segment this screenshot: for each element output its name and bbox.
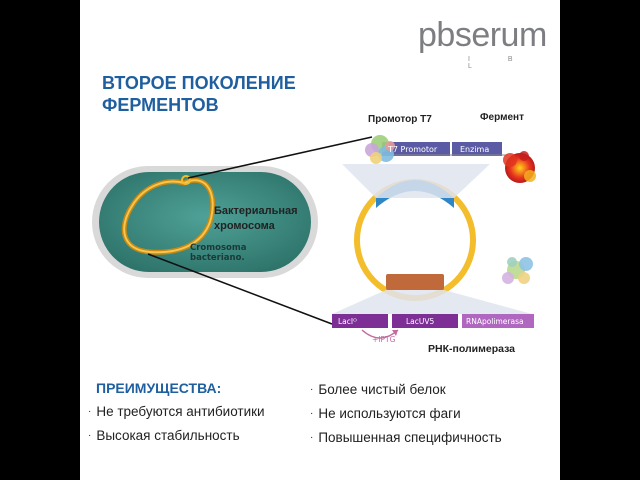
cromosoma-label-line1: Cromosoma bbox=[190, 243, 247, 253]
laci-box-label: LacIᴼ bbox=[338, 317, 357, 326]
page-title-line1: ВТОРОЕ ПОКОЛЕНИЕ bbox=[102, 73, 296, 93]
t7-box-label: T7 Promotor bbox=[387, 145, 438, 154]
enzima-box-label: Enzima bbox=[460, 145, 489, 154]
rnap-box bbox=[462, 314, 534, 328]
logo: pbserum bbox=[418, 16, 547, 54]
bullet: · bbox=[310, 408, 314, 419]
cromosoma-label-line2: bacteriano. bbox=[190, 253, 245, 263]
chromosome-label-line1: Бактериальная bbox=[214, 205, 298, 217]
rna-polymerase-icon bbox=[502, 257, 533, 284]
bullet: · bbox=[310, 384, 314, 395]
laci-box bbox=[332, 314, 388, 328]
enzyme-protein-icon bbox=[503, 151, 536, 183]
connector-line-bottom bbox=[147, 253, 333, 325]
advantage-right-1: ·Более чистый белок bbox=[310, 382, 446, 397]
cell-cytoplasm bbox=[99, 172, 311, 272]
chromosome-label-line2: хромосома bbox=[214, 220, 275, 232]
iptg-label: +IPTG bbox=[372, 335, 396, 344]
advantage-right-2: ·Не используются фаги bbox=[310, 406, 461, 421]
promoter-expansion bbox=[342, 164, 490, 198]
lacuv5-box-label: LacUV5 bbox=[406, 317, 435, 326]
enzyme-label: Фермент bbox=[480, 112, 524, 123]
rnap-box-label: RNApolimerasa bbox=[466, 317, 524, 326]
promoter-label: Промотор T7 bbox=[368, 114, 432, 125]
bullet: · bbox=[310, 432, 314, 443]
bullet: · bbox=[88, 406, 92, 417]
bullet: · bbox=[88, 430, 92, 441]
chromosome-insertion-site bbox=[181, 175, 191, 185]
page-title-line2: ФЕРМЕНТОВ bbox=[102, 95, 219, 115]
t7-protein-icon bbox=[365, 135, 395, 164]
advantage-right-3: ·Повышенная специфичность bbox=[310, 430, 502, 445]
advantage-left-2: ·Высокая стабильность bbox=[88, 428, 240, 443]
polymerase-expansion bbox=[332, 290, 532, 314]
lacuv5-box bbox=[392, 314, 458, 328]
slide: pbserum I B L ВТОРОЕ ПОКОЛЕНИЕ ФЕРМЕНТОВ bbox=[80, 0, 560, 480]
rna-polymerase-label: РНК-полимераза bbox=[428, 343, 516, 355]
t7-promoter-box bbox=[382, 142, 450, 156]
plasmid-insert-polymerase bbox=[386, 274, 444, 290]
expression-diagram: Cromosoma bacteriano. T7 Promotor Enzima… bbox=[92, 135, 536, 344]
connector-line-top bbox=[187, 136, 373, 179]
logo-subtitle: I B L bbox=[468, 56, 531, 70]
enzyme-gene-box bbox=[452, 142, 502, 156]
advantages-heading: ПРЕИМУЩЕСТВА: bbox=[96, 380, 222, 396]
advantage-left-1: ·Не требуются антибиотики bbox=[88, 404, 265, 419]
